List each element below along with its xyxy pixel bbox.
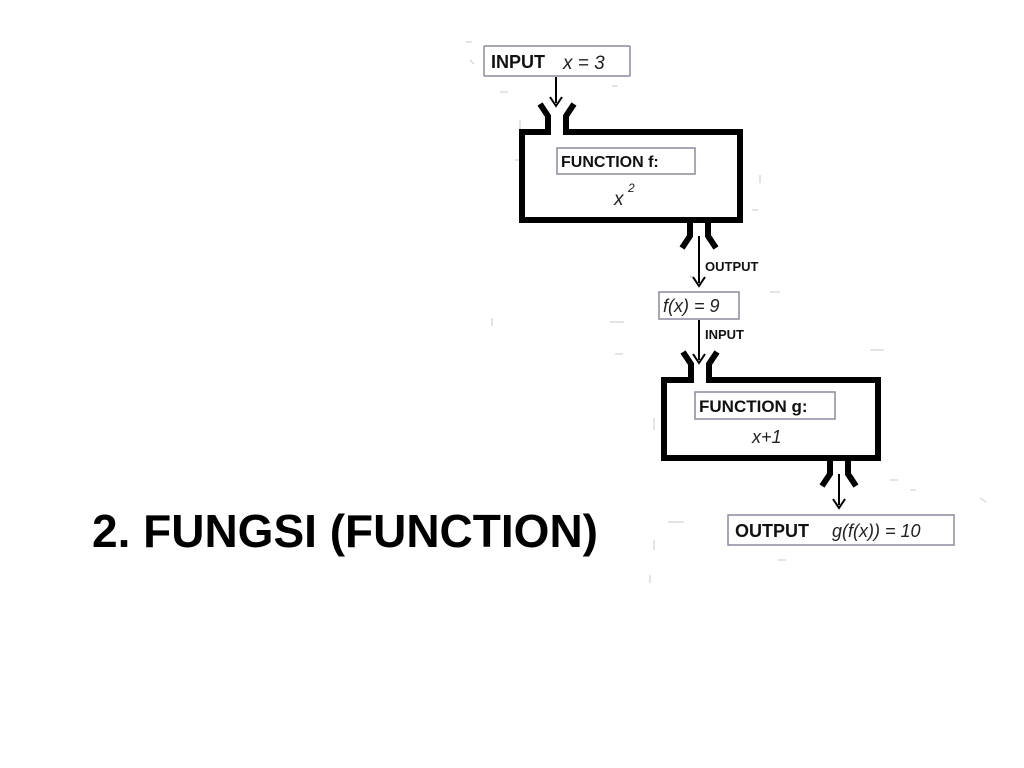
final-output-label: OUTPUT — [735, 521, 809, 541]
slide-title: 2. FUNGSI (FUNCTION) — [92, 505, 598, 557]
final-output-expression: g(f(x)) = 10 — [832, 521, 921, 541]
input-label: INPUT — [491, 52, 545, 72]
g-input-arrow: INPUT — [692, 320, 744, 365]
final-output-arrow — [832, 474, 846, 510]
function-f-exponent: 2 — [627, 181, 635, 195]
input-to-f-arrow — [549, 77, 563, 108]
function-g-label: FUNCTION g: — [699, 397, 808, 416]
f-output-arrow-label: OUTPUT — [705, 259, 759, 274]
function-g-machine: FUNCTION g: x+1 — [661, 350, 881, 488]
intermediate-expression: f(x) = 9 — [663, 296, 720, 316]
function-f-label: FUNCTION f: — [561, 154, 659, 171]
final-output-box: OUTPUT g(f(x)) = 10 — [727, 514, 955, 546]
intermediate-result-box: f(x) = 9 — [658, 291, 740, 320]
function-f-variable: x — [613, 189, 625, 210]
input-box: INPUT x = 3 — [483, 45, 631, 77]
input-expression: x = 3 — [562, 53, 605, 74]
function-g-expression: x+1 — [751, 427, 782, 447]
f-output-arrow: OUTPUT — [692, 236, 759, 288]
function-f-machine: FUNCTION f: x 2 — [519, 102, 743, 250]
g-input-arrow-label: INPUT — [705, 327, 744, 342]
